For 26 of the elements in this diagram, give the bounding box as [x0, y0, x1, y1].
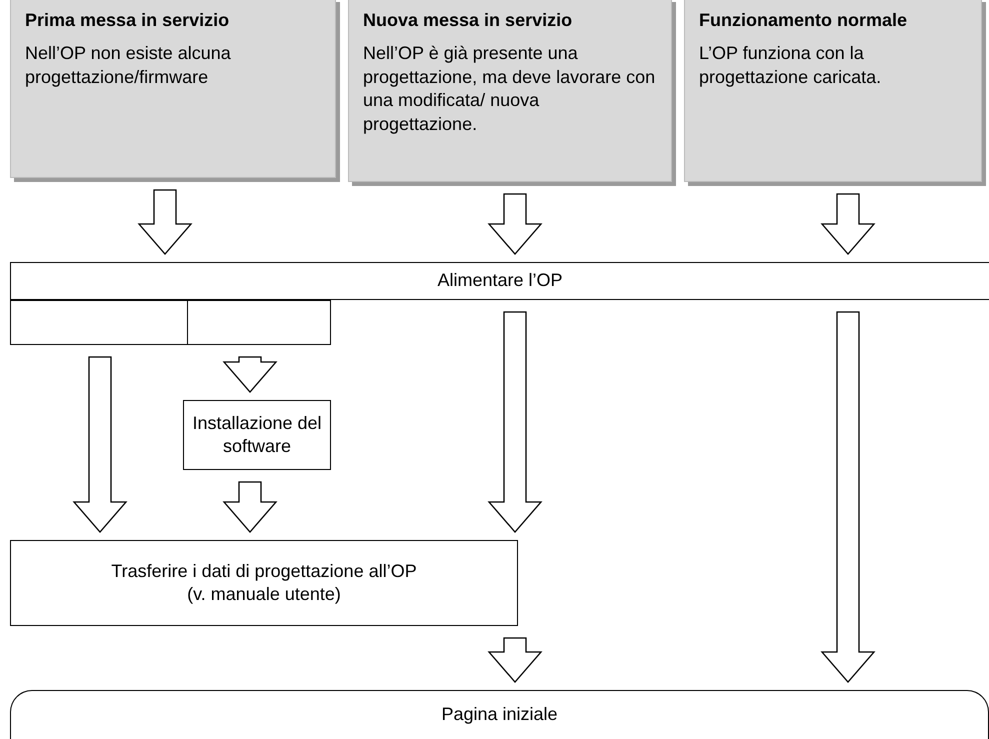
node-label: Trasferire i dati di progettazione all’OP — [111, 560, 417, 583]
block-arrow — [222, 481, 278, 533]
process-box — [10, 540, 518, 626]
block-arrow — [488, 637, 542, 683]
panel-heading: Prima messa in servizio — [25, 9, 230, 32]
process-band — [10, 262, 989, 300]
node-label: Installazione del software — [191, 412, 323, 458]
panel-text: L’OP funziona con la progettazione caricata. — [699, 42, 882, 89]
block-arrow — [72, 356, 128, 533]
node-label: (v. manuale utente) — [187, 583, 341, 606]
node-label: Alimentare l’OP — [437, 269, 563, 292]
block-arrow — [820, 193, 876, 255]
process-box — [183, 400, 331, 470]
terminal-band — [10, 690, 989, 739]
node-label: Pagina iniziale — [441, 703, 558, 726]
process-box — [10, 300, 188, 345]
panel-heading: Nuova messa in servizio — [363, 9, 574, 32]
panel-heading: Funzionamento normale — [699, 9, 908, 32]
block-arrow — [222, 356, 278, 393]
block-arrow — [488, 193, 542, 255]
block-arrow — [488, 311, 542, 533]
process-box — [187, 300, 331, 345]
panel-text: Nell’OP non esiste alcuna progettazione/firmware — [25, 42, 232, 89]
block-arrow — [820, 311, 876, 683]
panel-text: Nell’OP è già presente una progettazione, ma deve lavorare con una modificata/ nuova progettazione. — [363, 42, 656, 136]
block-arrow — [138, 189, 192, 255]
